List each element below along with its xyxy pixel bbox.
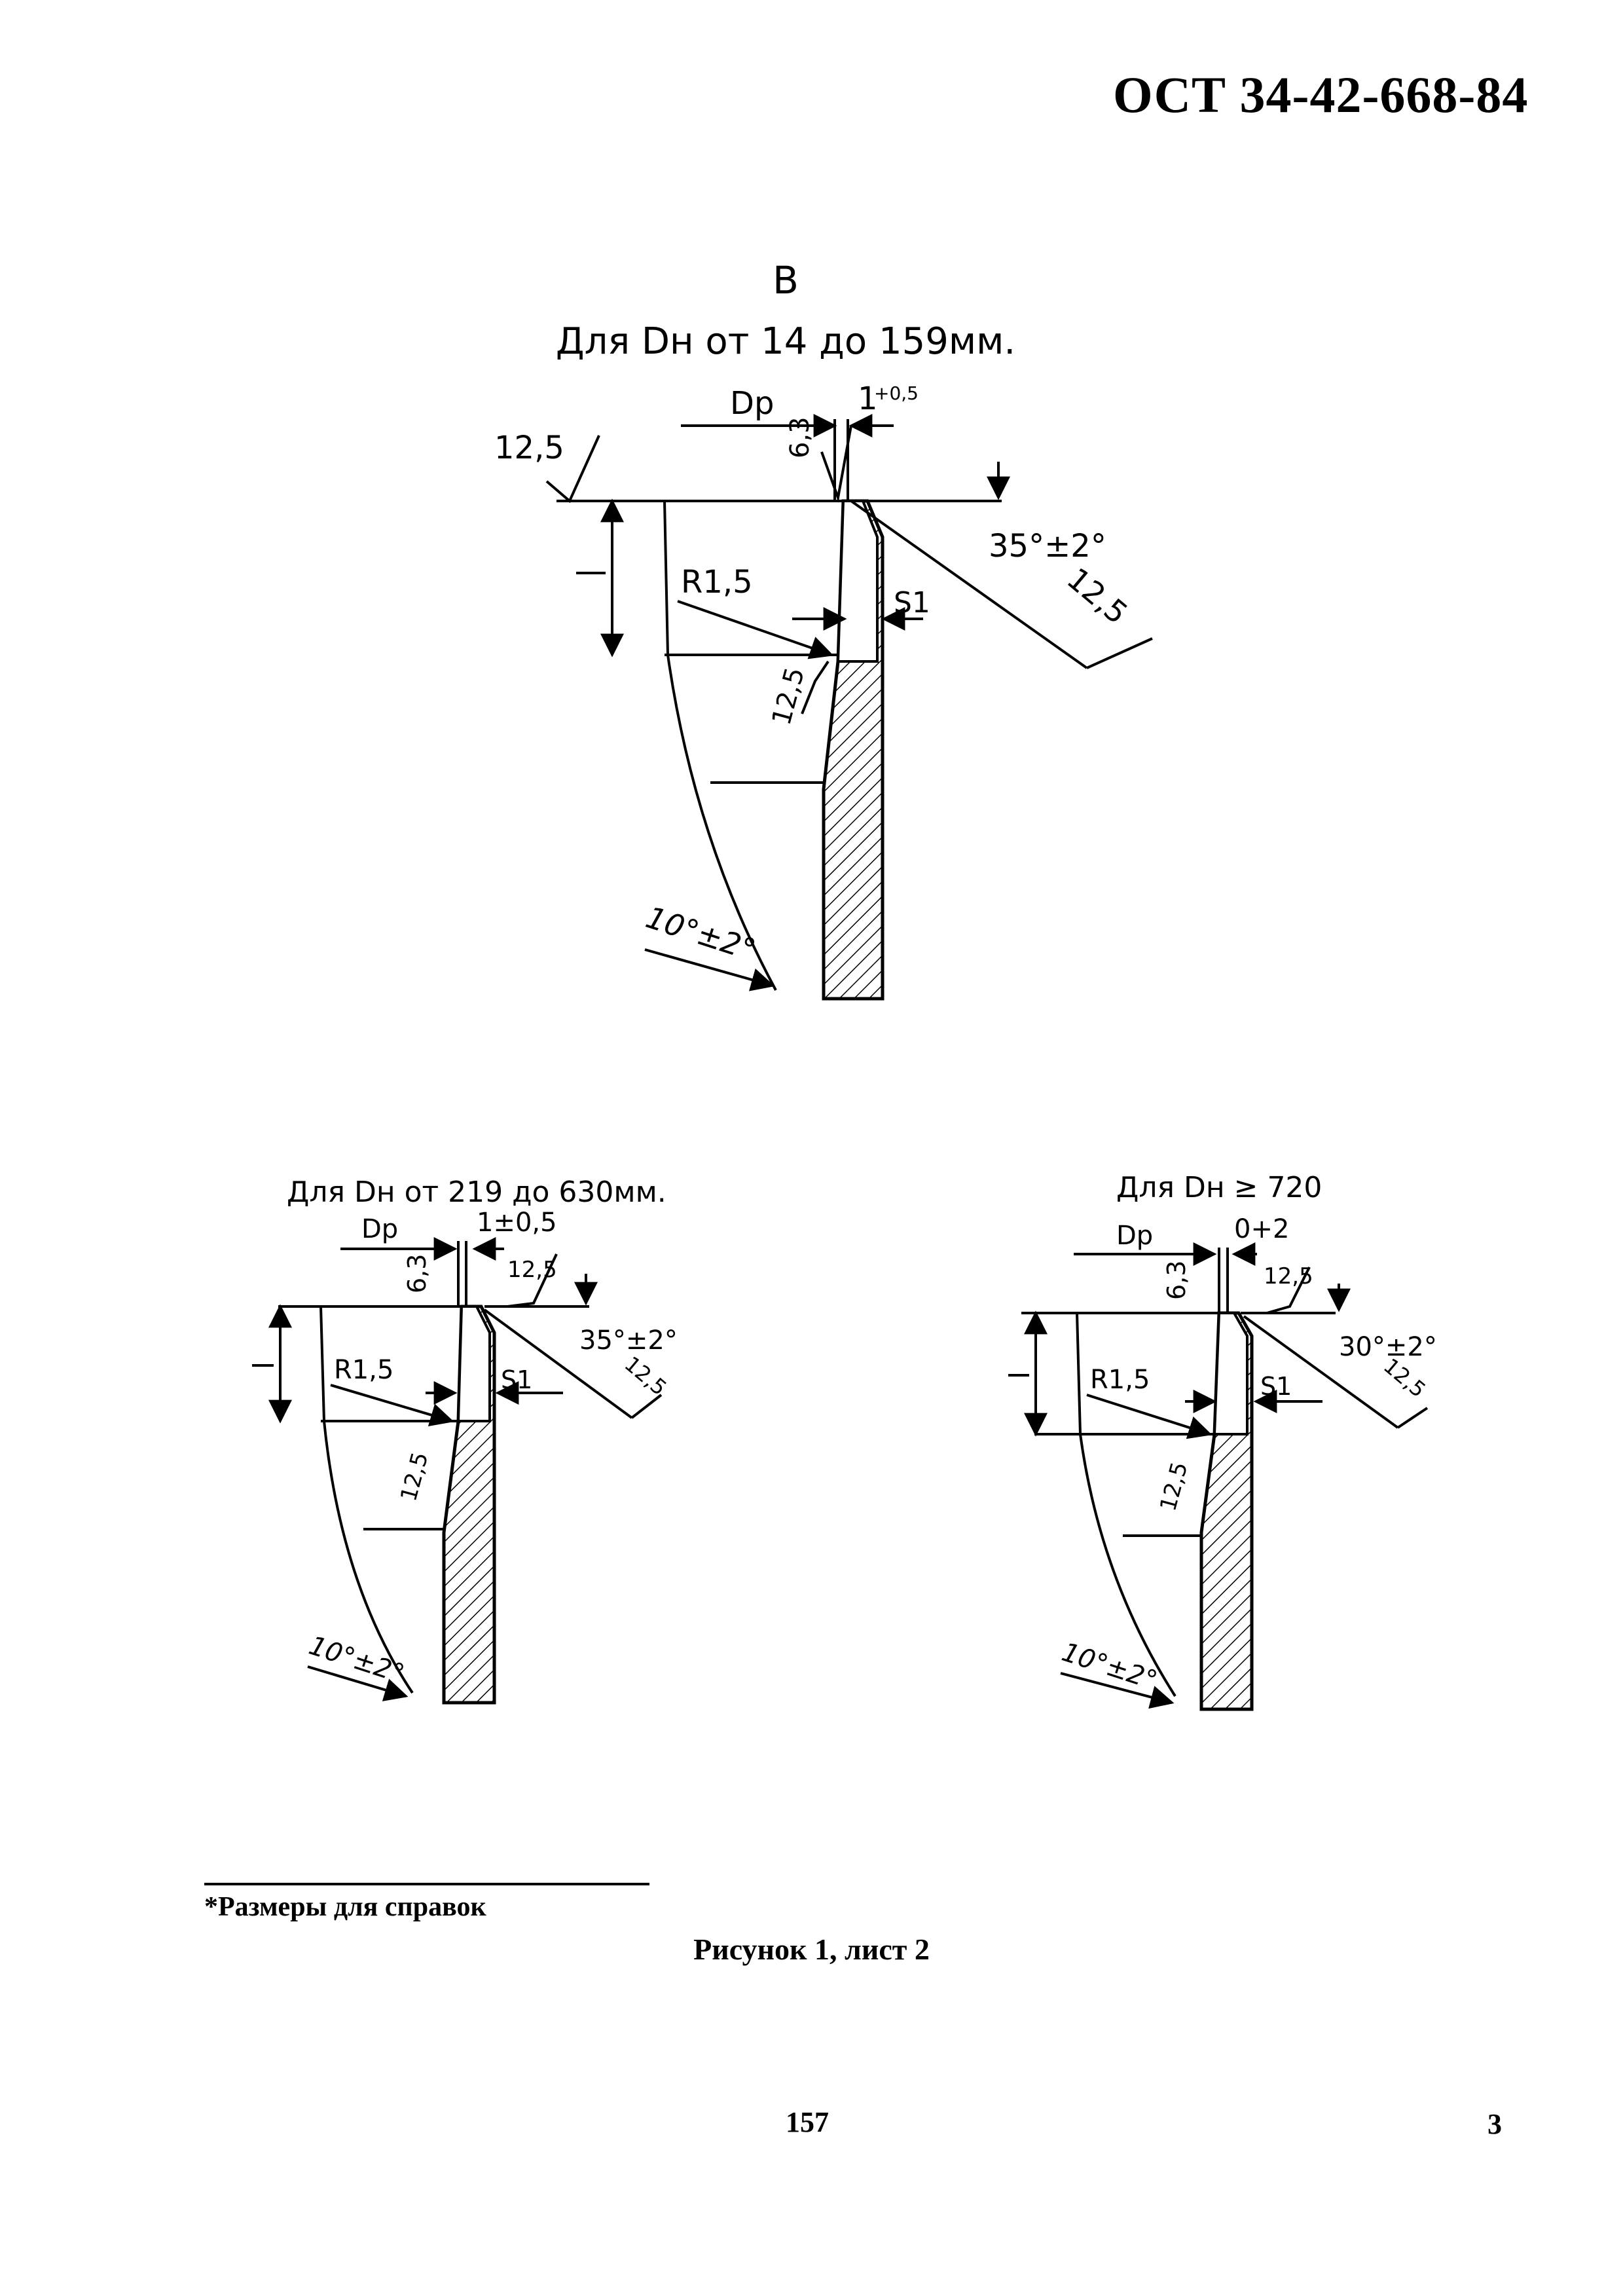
radius-left: R1,5 (334, 1355, 393, 1385)
rough-top-right: 12,5 (1264, 1263, 1313, 1289)
document-code: ОСТ 34-42-668-84 (1113, 66, 1529, 123)
bevel-angle-top: 35°±2° (989, 528, 1106, 565)
sheet-number: 3 (1487, 2108, 1502, 2140)
taper-angle-top: 10°±2° (642, 899, 760, 968)
s1-top: S1 (894, 586, 930, 620)
dp-label-left: Dр (361, 1214, 398, 1244)
footnote: *Размеры для справок (204, 1892, 486, 1922)
footnote-rule (204, 1883, 649, 1885)
rough-taper-top: 12,5 (767, 664, 811, 728)
view-letter: В (773, 258, 799, 303)
bevel-angle-left: 35°±2° (579, 1325, 678, 1356)
rough-bevel-left: 12,5 (620, 1352, 672, 1401)
radius-right: R1,5 (1090, 1365, 1150, 1395)
rough-6-3-right: 6,3 (1162, 1261, 1191, 1300)
dp-label-top: Dр (730, 385, 774, 422)
view-right: Для Dн ≥ 720 Dр 0+2 6,3 12,5 30°±2° 12,5… (1008, 1171, 1437, 1711)
dp-label-right: Dр (1116, 1221, 1153, 1251)
range-title-right: Для Dн ≥ 720 (1116, 1171, 1322, 1204)
gap-label-right: 0+2 (1234, 1214, 1289, 1244)
gap-label-left: 1±0,5 (477, 1208, 557, 1238)
s1-left: S1 (501, 1365, 532, 1394)
gap-label-top: 1 (858, 380, 878, 417)
caption-figure: Рисунок 1, (693, 1933, 837, 1966)
s1-right: S1 (1260, 1372, 1292, 1401)
page-number: 157 (786, 2106, 829, 2138)
rough-bevel-top: 12,5 (1061, 561, 1135, 631)
rough-left-top: 12,5 (494, 430, 564, 466)
caption-sheet: лист 2 (845, 1933, 930, 1966)
rough-top-left: 12,5 (507, 1257, 557, 1283)
range-title-left: Для Dн от 219 до 630мм. (287, 1176, 666, 1209)
rough-6-3-top: 6,3 (785, 417, 815, 458)
figure-caption: Рисунок 1, лист 2 (0, 1932, 1623, 1967)
view-left: Для Dн от 219 до 630мм. Dр 1±0,5 6,3 12,… (252, 1176, 678, 1705)
rough-6-3-left: 6,3 (403, 1254, 431, 1293)
gap-tol-top: +0,5 (874, 382, 919, 404)
range-title-top: Для Dн от 14 до 159мм. (556, 320, 1015, 363)
pipe-wall-upper (836, 500, 879, 663)
rough-taper-right: 12,5 (1155, 1459, 1193, 1513)
radius-top: R1,5 (681, 564, 753, 601)
view-top: В Для Dн от 14 до 159мм. (494, 258, 1153, 1001)
rough-taper-left: 12,5 (395, 1449, 433, 1504)
bevel-angle-right: 30°±2° (1339, 1332, 1437, 1362)
